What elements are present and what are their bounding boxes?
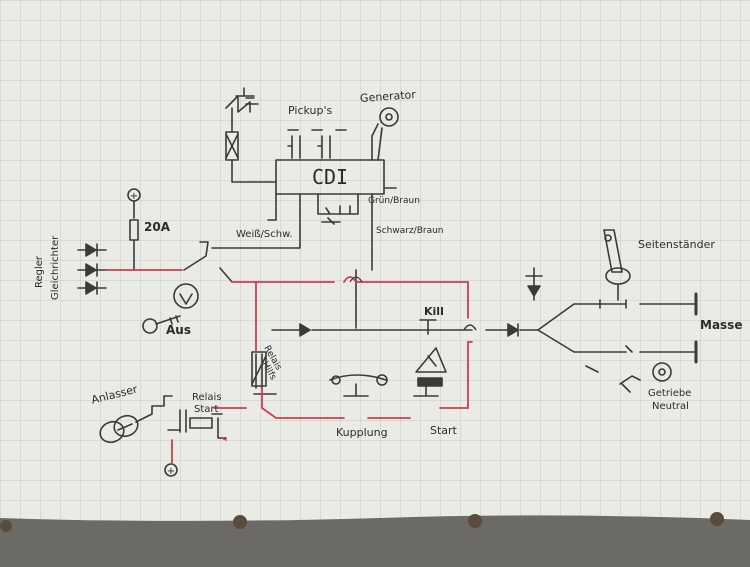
punch-hole [0,520,12,532]
ignition-switch-icon [173,241,233,309]
wire-branch-top [537,303,601,331]
wire-branch-bottom [537,329,601,353]
punch-hole [468,514,482,528]
weiss-schw-label: Weiß/Schw. [236,229,293,240]
wire-weiss-schw [211,193,301,249]
pickups-icon [287,129,347,159]
generator-icon [371,107,399,161]
seitenstaender-label: Seitenständer [638,238,715,251]
kill-switch-icon [413,319,447,397]
starter-motor-icon [99,395,173,444]
ignition-coil-icon [225,87,277,183]
gruen-braun-label: Grün/Braun [368,196,420,206]
gear-neutral-icon [585,362,672,393]
regler-label: Regler [34,255,45,288]
start-label: Start [430,424,457,437]
pickups-label: Pickup's [288,104,333,117]
getriebe-label-1: Getriebe [648,388,692,399]
fuse-label: 20A [144,220,170,234]
plus-top-label: + [130,191,138,202]
relay-start-label-1: Relais [192,392,222,403]
masse-label: Masse [700,318,743,332]
schwarz-braun-label: Schwarz/Braun [376,226,444,236]
relay-start-label-2: Start [194,404,219,415]
key-icon [142,315,181,334]
cdi-label: CDI [312,165,348,189]
rectifier-diodes [77,243,107,295]
gleichrichter-label: Gleichrichter [50,235,61,300]
battery-plus-bottom [164,463,178,477]
punch-hole [233,515,247,529]
aus-label: Aus [166,323,191,337]
wire-schwarz-braun [355,193,373,329]
kill-label: Kill [424,305,444,318]
clutch-lever-icon [329,374,388,397]
plus-bottom-label: + [167,466,175,477]
cdi-connector [317,193,359,215]
relay-hilfs-icon [251,351,277,395]
getriebe-label-2: Neutral [652,401,689,412]
cdi-box [275,159,385,195]
punch-hole [710,512,724,526]
side-stand-icon [603,229,631,301]
kupplung-label: Kupplung [336,426,388,439]
